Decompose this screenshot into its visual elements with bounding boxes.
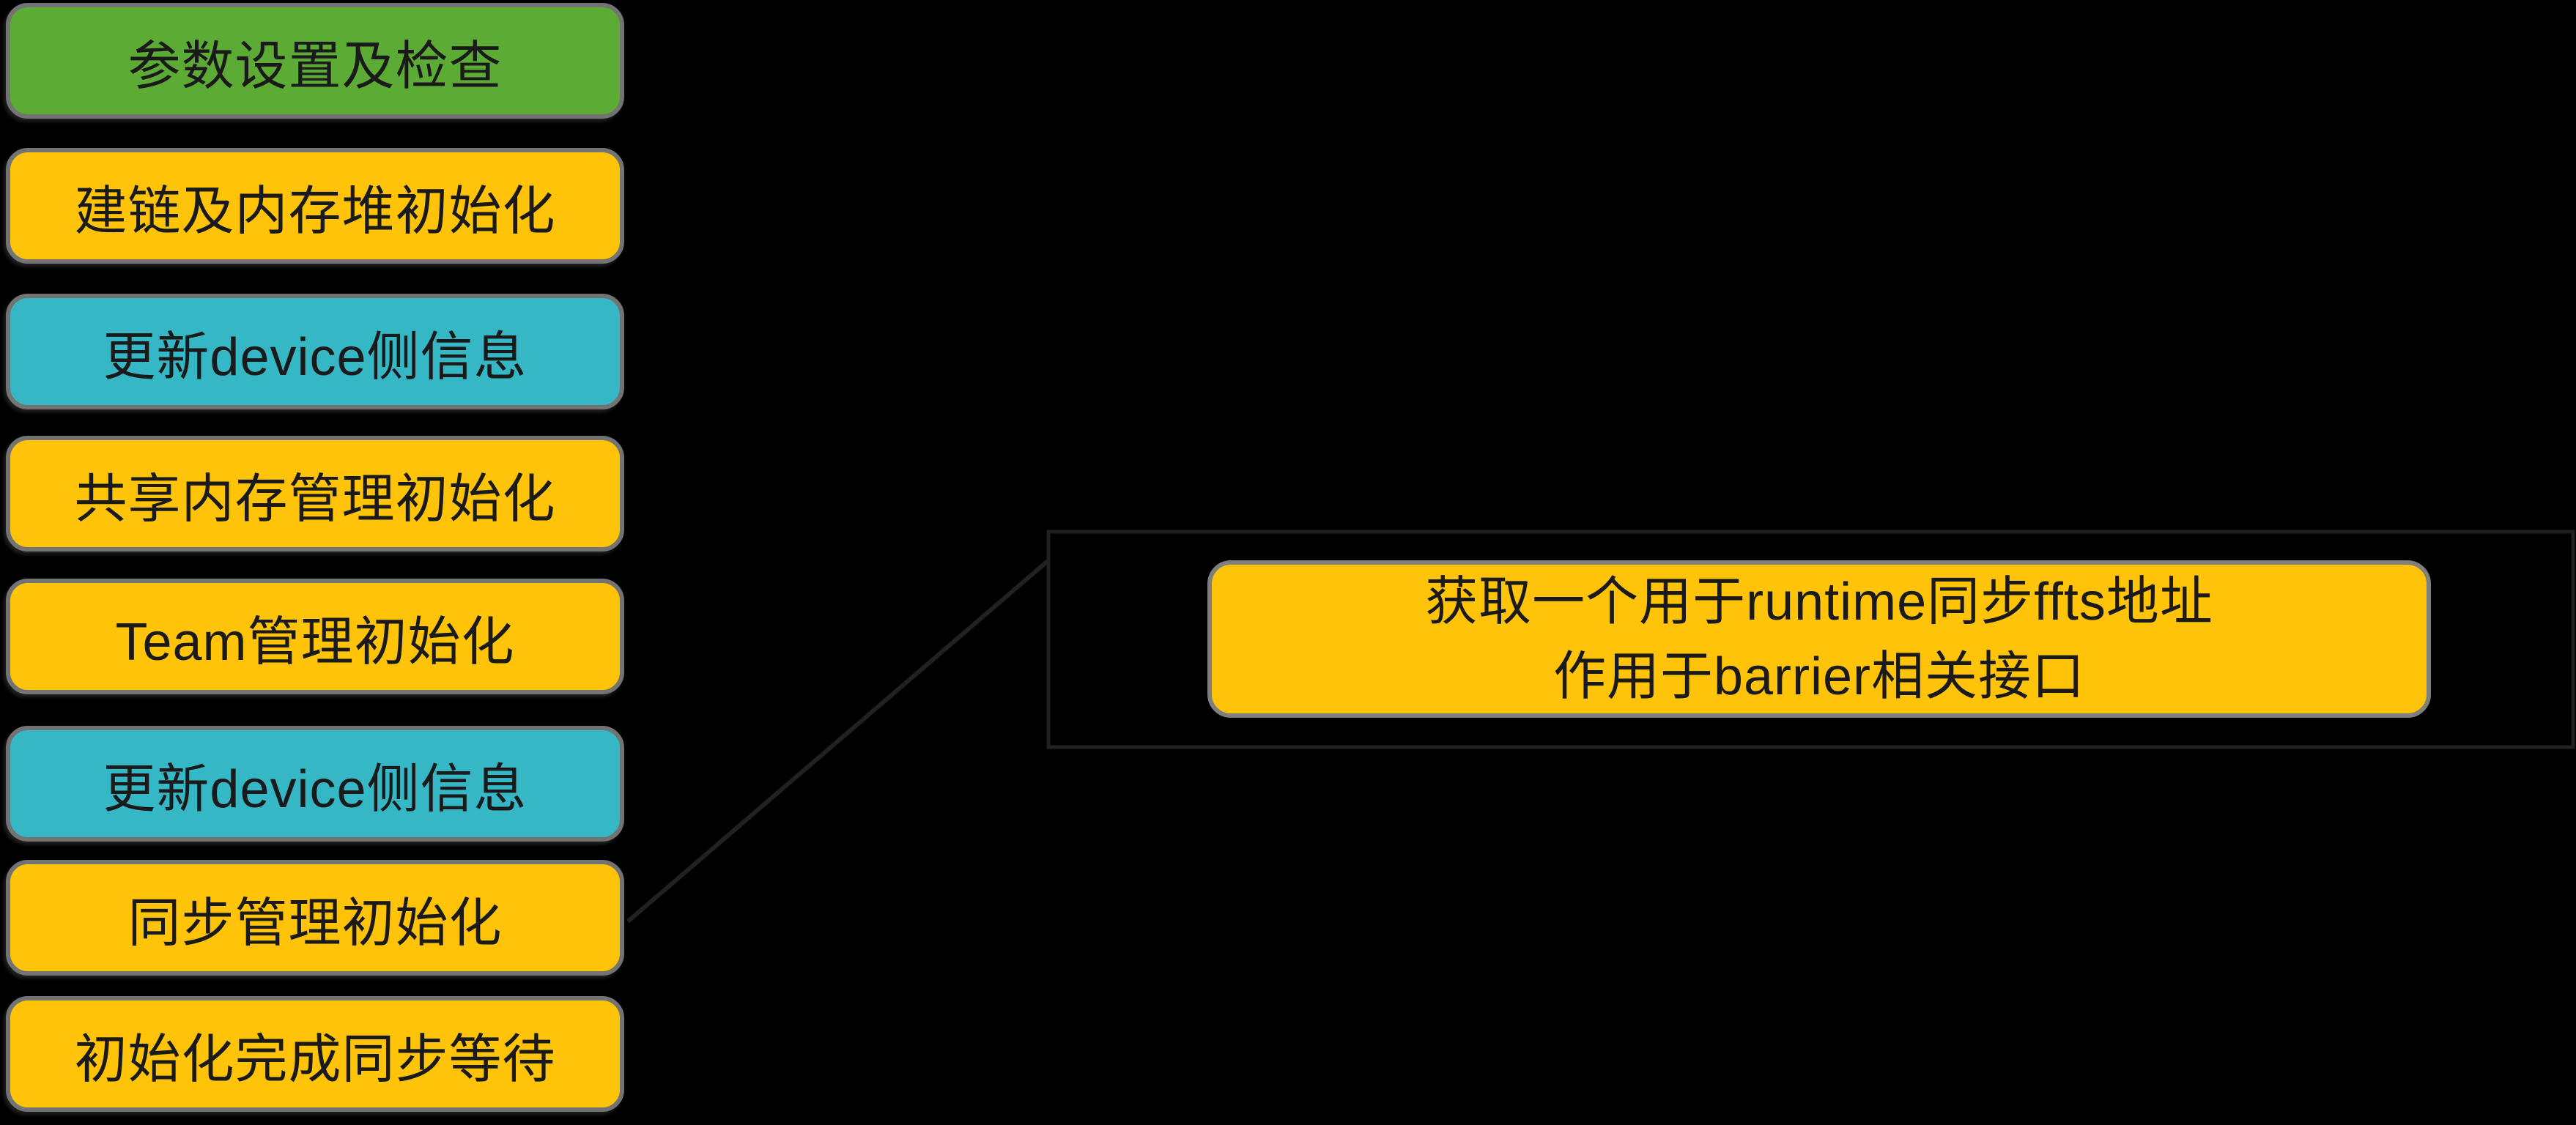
callout-container-box — [1046, 530, 2575, 749]
callout-line-1: 获取一个用于runtime同步ffts地址 — [1425, 572, 2213, 631]
flow-step-label: 建链及内存堆初始化 — [74, 182, 556, 241]
flow-step-label: 参数设置及检查 — [127, 37, 503, 96]
flow-step-label: 更新device侧信息 — [103, 327, 528, 387]
flow-step-label: 更新device侧信息 — [103, 760, 528, 819]
flow-step-param-check: 参数设置及检查 — [6, 3, 624, 119]
callout-box: 获取一个用于runtime同步ffts地址 作用于barrier相关接口 — [1207, 560, 2431, 718]
callout-connector-line — [626, 559, 1049, 924]
callout-line-2: 作用于barrier相关接口 — [1552, 647, 2086, 706]
flow-step-sync-mgmt-init: 同步管理初始化 — [6, 860, 624, 976]
flow-step-update-device-info-2: 更新device侧信息 — [6, 726, 624, 842]
flow-step-label: 初始化完成同步等待 — [74, 1030, 556, 1089]
flow-step-label: 同步管理初始化 — [127, 894, 503, 953]
flow-step-label: Team管理初始化 — [115, 612, 515, 672]
flow-step-link-heap-init: 建链及内存堆初始化 — [6, 148, 624, 264]
flow-step-update-device-info-1: 更新device侧信息 — [6, 294, 624, 409]
flow-step-shared-mem-init: 共享内存管理初始化 — [6, 436, 624, 552]
flow-step-team-mgmt-init: Team管理初始化 — [6, 579, 624, 694]
flow-step-label: 共享内存管理初始化 — [74, 469, 556, 529]
flow-step-init-done-sync-wait: 初始化完成同步等待 — [6, 996, 624, 1112]
